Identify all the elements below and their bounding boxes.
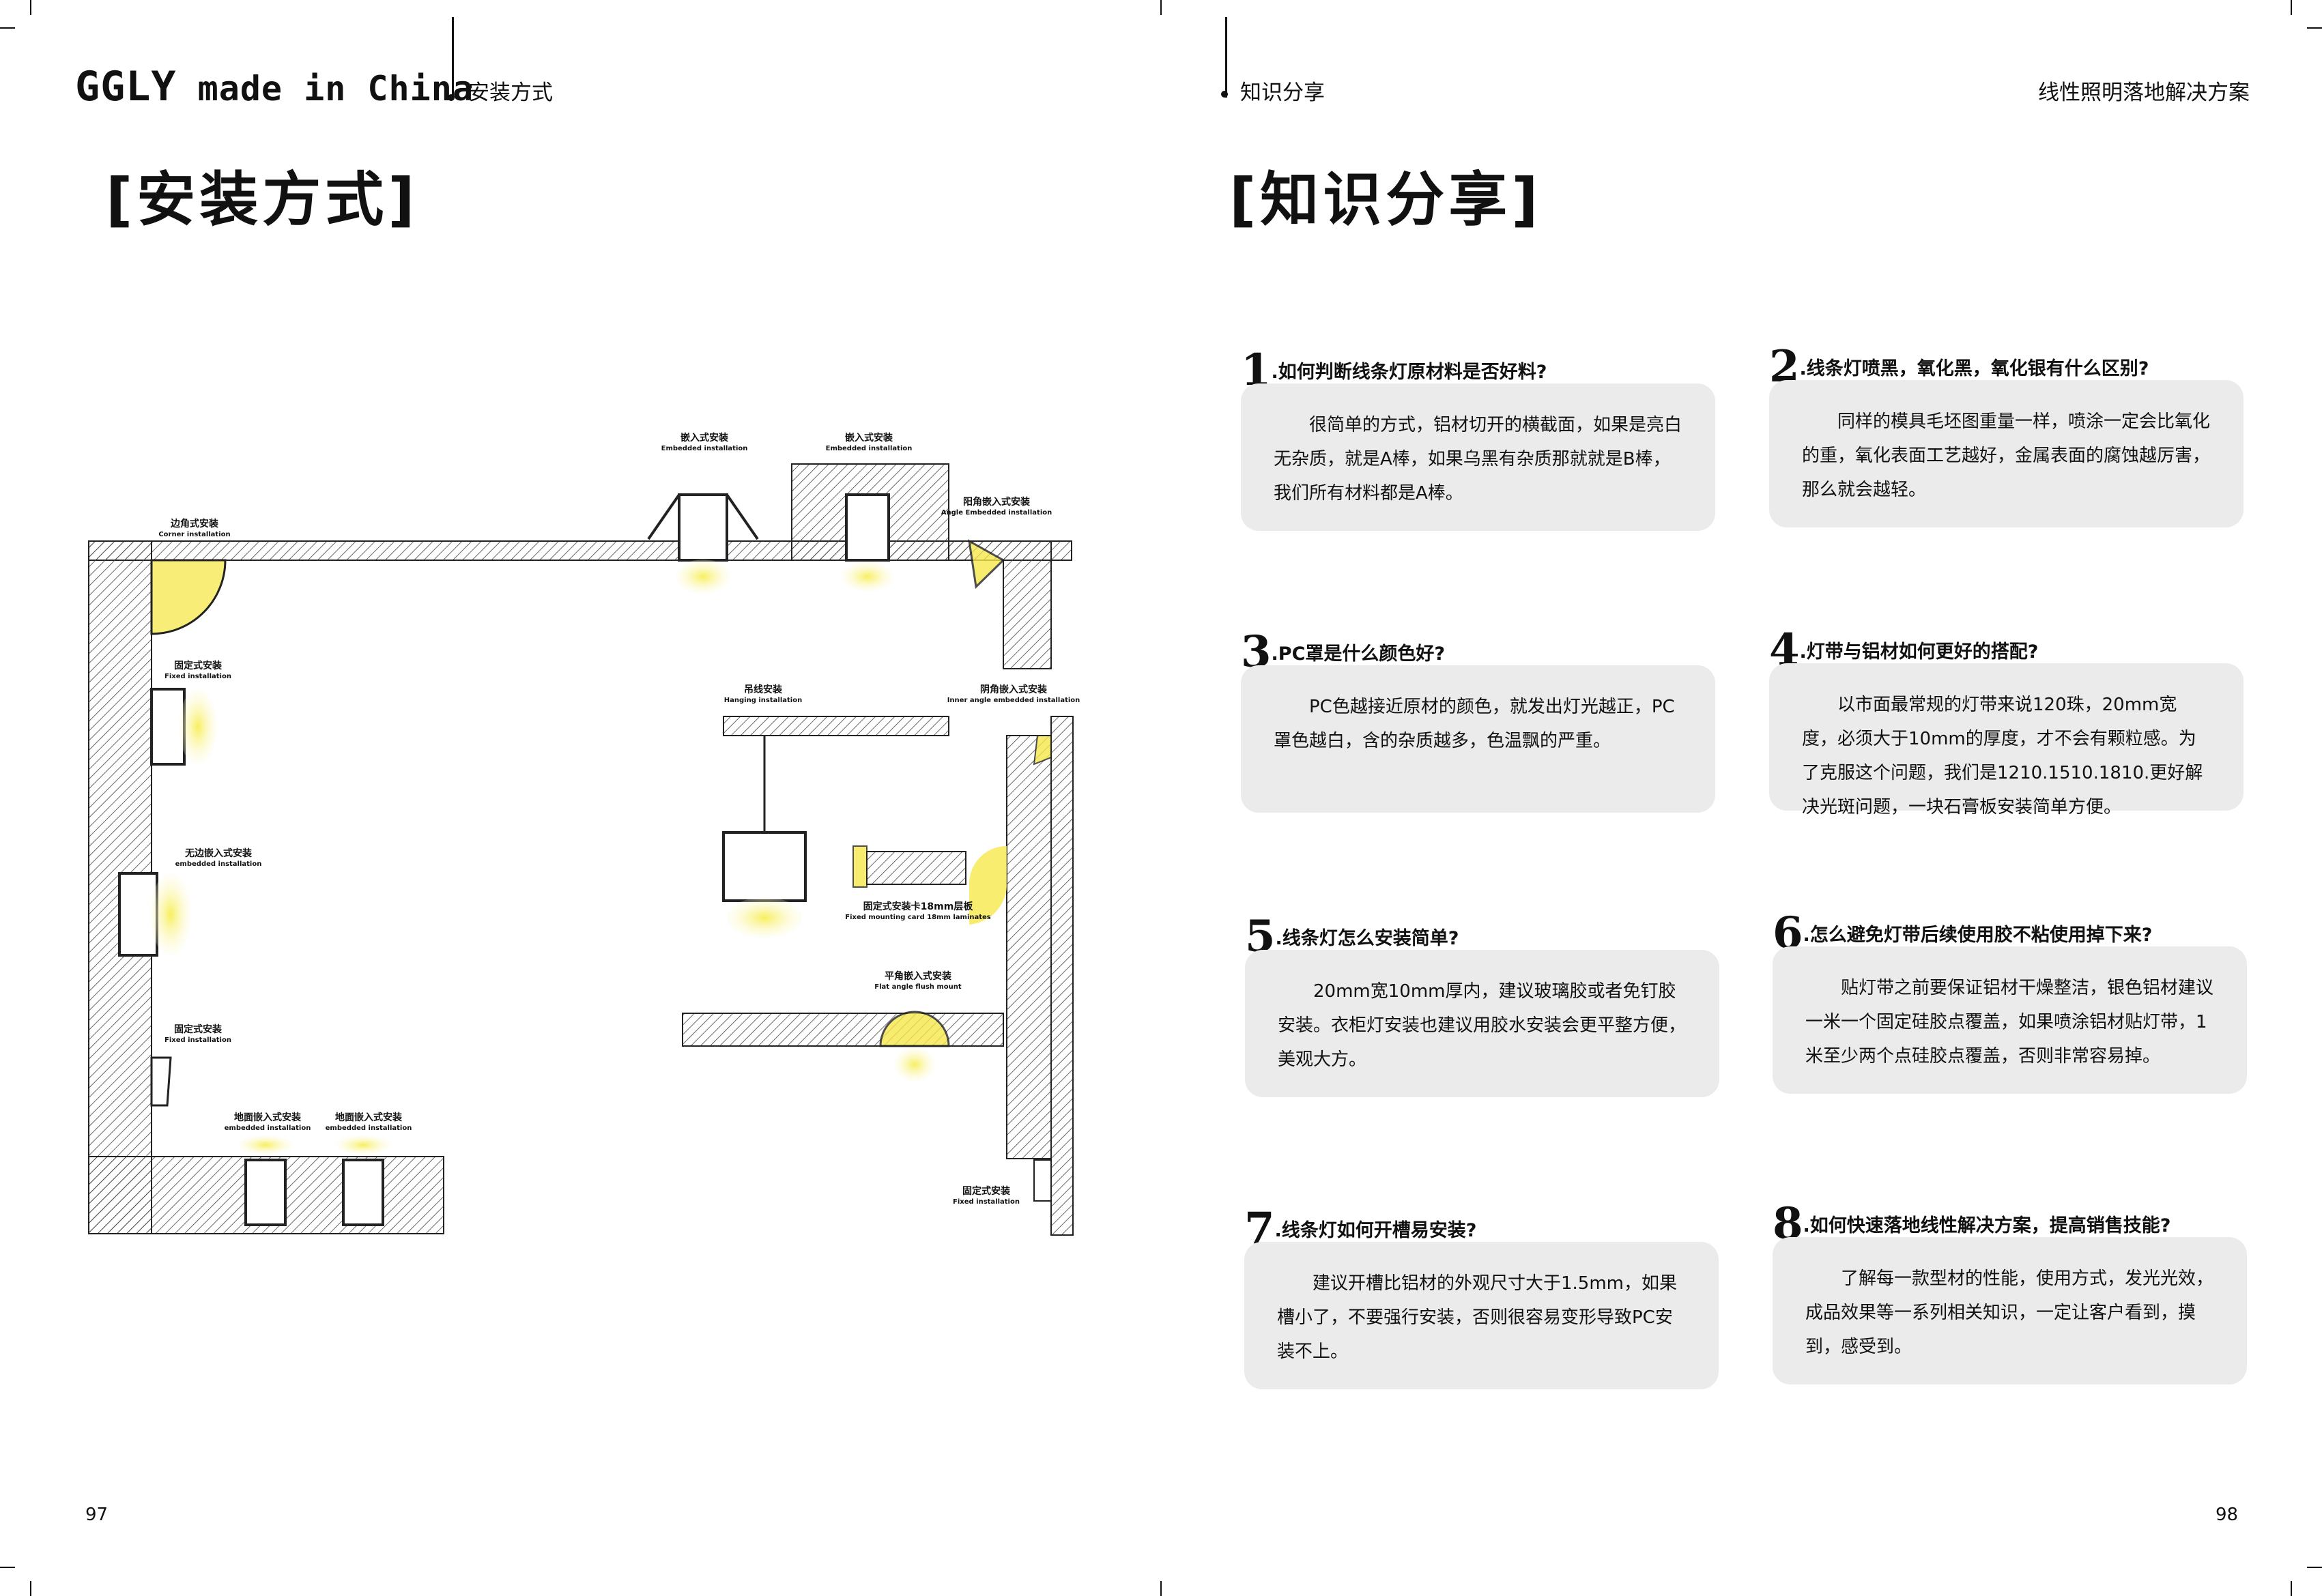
qa-question: .线条灯怎么安装简单? [1275,928,1459,949]
diagram-label-cn: 固定式安装卡18mm层板 [863,901,974,912]
qa-heading: 8.如何快速落地线性解决方案，提高销售技能? [1773,1198,2170,1249]
diagram-label-en: Embedded installation [826,445,913,452]
page-number: 97 [85,1505,109,1525]
qa-answer: 了解每一款型材的性能，使用方式，发光光效，成品效果等一系列相关知识，一定让客户看… [1805,1268,2214,1357]
diagram-label-en: Fixed installation [164,673,231,680]
qa-answer: 建议开槽比铝材的外观尺寸大于1.5mm，如果槽小了，不要强行安装，否则很容易变形… [1277,1273,1678,1362]
diagram-label-cn: 嵌入式安装 [845,432,893,444]
crop-mark [2291,0,2292,15]
diagram-label-cn: 嵌入式安装 [680,432,729,444]
qa-question: .灯带与铝材如何更好的搭配? [1799,641,2039,663]
diagram-label-cn: 固定式安装 [962,1185,1011,1197]
diagram-label-cn: 平角嵌入式安装 [885,970,952,982]
qa-answer-panel: PC色越接近原材的颜色，就发出灯光越正，PC罩色越白，含的杂质越多，色温飘的严重… [1241,665,1715,813]
header-divider [1225,17,1227,98]
diagram-label-en: embedded installation [326,1125,412,1132]
crop-mark [0,1567,15,1568]
qa-answer-panel: 很简单的方式，铝材切开的横截面，如果是亮白无杂质，就是A棒，如果乌黑有杂质那就就… [1241,383,1715,531]
diagram-label-en: Angle Embedded installation [941,509,1052,517]
page-title: [知识分享] [1229,166,1543,234]
diagram-label-en: Fixed mounting card 18mm laminates [845,914,991,921]
left-page: GGLY made in China 安装方式 [安装方式] [75,17,1080,1525]
crop-mark [1160,0,1162,15]
qa-answer: 以市面最常规的灯带来说120珠，20mm宽度，必须大于10mm的厚度，才不会有颗… [1802,695,2203,817]
qa-question: .怎么避免灯带后续使用胶不粘使用掉下来? [1803,925,2153,946]
diagram-label-en: Corner installation [158,531,230,538]
diagram-label-en: Fixed installation [953,1198,1020,1206]
diagram-label-en: Fixed installation [164,1036,231,1044]
qa-answer: 同样的模具毛坯图重量一样，喷涂一定会比氧化的重，氧化表面工艺越好，金属表面的腐蚀… [1802,411,2211,500]
crop-mark [2307,27,2322,29]
qa-question: .线条灯喷黑，氧化黑，氧化银有什么区别? [1799,358,2149,379]
diagram-label-cn: 边角式安装 [170,518,219,529]
qa-answer-panel: 建议开槽比铝材的外观尺寸大于1.5mm，如果槽小了，不要强行安装，否则很容易变形… [1244,1242,1719,1389]
crop-mark [30,0,31,15]
page-number: 98 [2216,1505,2239,1525]
diagram-label-en: Inner angle embedded installation [947,697,1080,704]
qa-heading: 6.怎么避免灯带后续使用胶不粘使用掉下来? [1773,908,2152,959]
diagram-label-en: embedded installation [225,1125,311,1132]
crop-mark [2291,1581,2292,1596]
header-dot [1221,91,1228,98]
qa-question: .PC罩是什么颜色好? [1271,643,1446,665]
diagram-label-cn: 吊线安装 [744,684,783,695]
diagram-label-cn: 阴角嵌入式安装 [980,684,1048,695]
qa-answer: 很简单的方式，铝材切开的横截面，如果是亮白无杂质，就是A棒，如果乌黑有杂质那就就… [1274,415,1682,504]
header-divider [452,17,454,98]
section-label: 知识分享 [1240,81,1325,105]
diagram-label-en: embedded installation [175,860,262,868]
right-page: 知识分享 线性照明落地解决方案 [知识分享] 1.如何判断线条灯原材料是否好料?… [1161,0,2322,1596]
diagram-label-en: Flat angle flush mount [874,983,962,991]
qa-answer-panel: 20mm宽10mm厚内，建议玻璃胶或者免钉胶安装。衣柜灯安装也建议用胶水安装会更… [1245,950,1719,1097]
brand-big: GGLY [75,63,177,111]
diagram-label-cn: 地面嵌入式安装 [335,1112,403,1123]
crop-mark [2307,1567,2322,1568]
qa-question: .如何判断线条灯原材料是否好料? [1271,362,1547,383]
diagram-label-en: Embedded installation [661,445,748,452]
crop-mark [1160,1581,1162,1596]
diagram-label-en: Hanging installation [724,697,802,704]
diagram-label-cn: 阳角嵌入式安装 [963,496,1031,508]
tagline: 线性照明落地解决方案 [2038,81,2250,105]
qa-answer-panel: 同样的模具毛坯图重量一样，喷涂一定会比氧化的重，氧化表面工艺越好，金属表面的腐蚀… [1769,380,2244,527]
brand-logo: GGLY made in China [75,63,474,111]
diagram-label-cn: 固定式安装 [174,1024,223,1035]
header-dot [448,94,455,101]
crop-mark [30,1581,31,1596]
diagram-label-cn: 地面嵌入式安装 [234,1112,302,1123]
diagram-label-cn: 固定式安装 [174,660,223,671]
qa-question: .线条灯如何开槽易安装? [1274,1220,1477,1241]
section-label: 安装方式 [468,81,553,105]
led-fixtures [118,493,1052,1226]
page-title: [安装方式] [106,166,419,234]
qa-question: .如何快速落地线性解决方案，提高销售技能? [1803,1215,2171,1236]
qa-answer: PC色越接近原材的颜色，就发出灯光越正，PC罩色越白，含的杂质越多，色温飘的严重… [1274,697,1675,751]
qa-answer-panel: 了解每一款型材的性能，使用方式，发光光效，成品效果等一系列相关知识，一定让客户看… [1773,1237,2247,1384]
brand-small: made in China [197,69,474,108]
qa-answer: 贴灯带之前要保证铝材干燥整洁，银色铝材建议一米一个固定硅胶点覆盖，如果喷涂铝材贴… [1805,978,2214,1067]
qa-answer-panel: 贴灯带之前要保证铝材干燥整洁，银色铝材建议一米一个固定硅胶点覆盖，如果喷涂铝材贴… [1773,946,2247,1094]
qa-heading: 4.灯带与铝材如何更好的搭配? [1769,624,2038,676]
diagram-label-cn: 无边嵌入式安装 [184,847,253,859]
qa-answer: 20mm宽10mm厚内，建议玻璃胶或者免钉胶安装。衣柜灯安装也建议用胶水安装会更… [1278,981,1687,1070]
qa-answer-panel: 以市面最常规的灯带来说120珠，20mm宽度，必须大于10mm的厚度，才不会有颗… [1769,663,2244,817]
crop-mark [0,27,15,29]
